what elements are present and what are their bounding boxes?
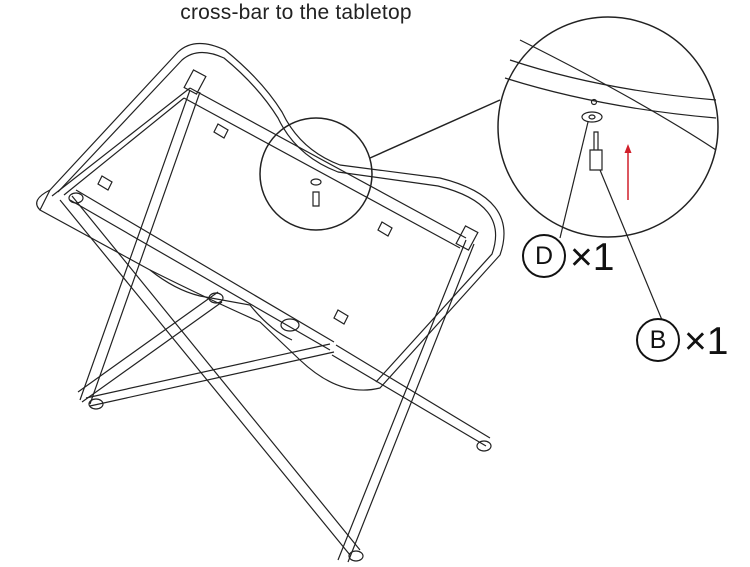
right-leg-a bbox=[337, 239, 475, 563]
part-b-letter: B bbox=[649, 325, 667, 354]
top-rail bbox=[183, 87, 467, 249]
left-leg-b bbox=[59, 195, 361, 556]
part-b-quantity: ×1 bbox=[684, 320, 729, 363]
left-rail bbox=[51, 87, 191, 197]
part-d-quantity: ×1 bbox=[570, 236, 615, 279]
front-cross-bar bbox=[69, 189, 335, 351]
detail-magnified-circle bbox=[497, 16, 719, 238]
right-leg-b bbox=[331, 344, 491, 447]
stretcher-mid bbox=[85, 343, 335, 407]
tabletop-outline bbox=[39, 42, 505, 391]
part-b-circle: B bbox=[636, 318, 680, 362]
instruction-caption: cross-bar to the tabletop bbox=[180, 1, 412, 24]
washer-part bbox=[581, 111, 603, 123]
detail-leader-line bbox=[369, 99, 501, 159]
part-d-letter: D bbox=[534, 241, 554, 270]
left-leg-a bbox=[79, 89, 201, 405]
stretcher-left bbox=[77, 291, 223, 403]
screw-part bbox=[589, 131, 603, 171]
assembly-arrow bbox=[624, 144, 632, 200]
part-d-circle: D bbox=[522, 234, 566, 278]
detail-source-circle bbox=[259, 117, 373, 231]
